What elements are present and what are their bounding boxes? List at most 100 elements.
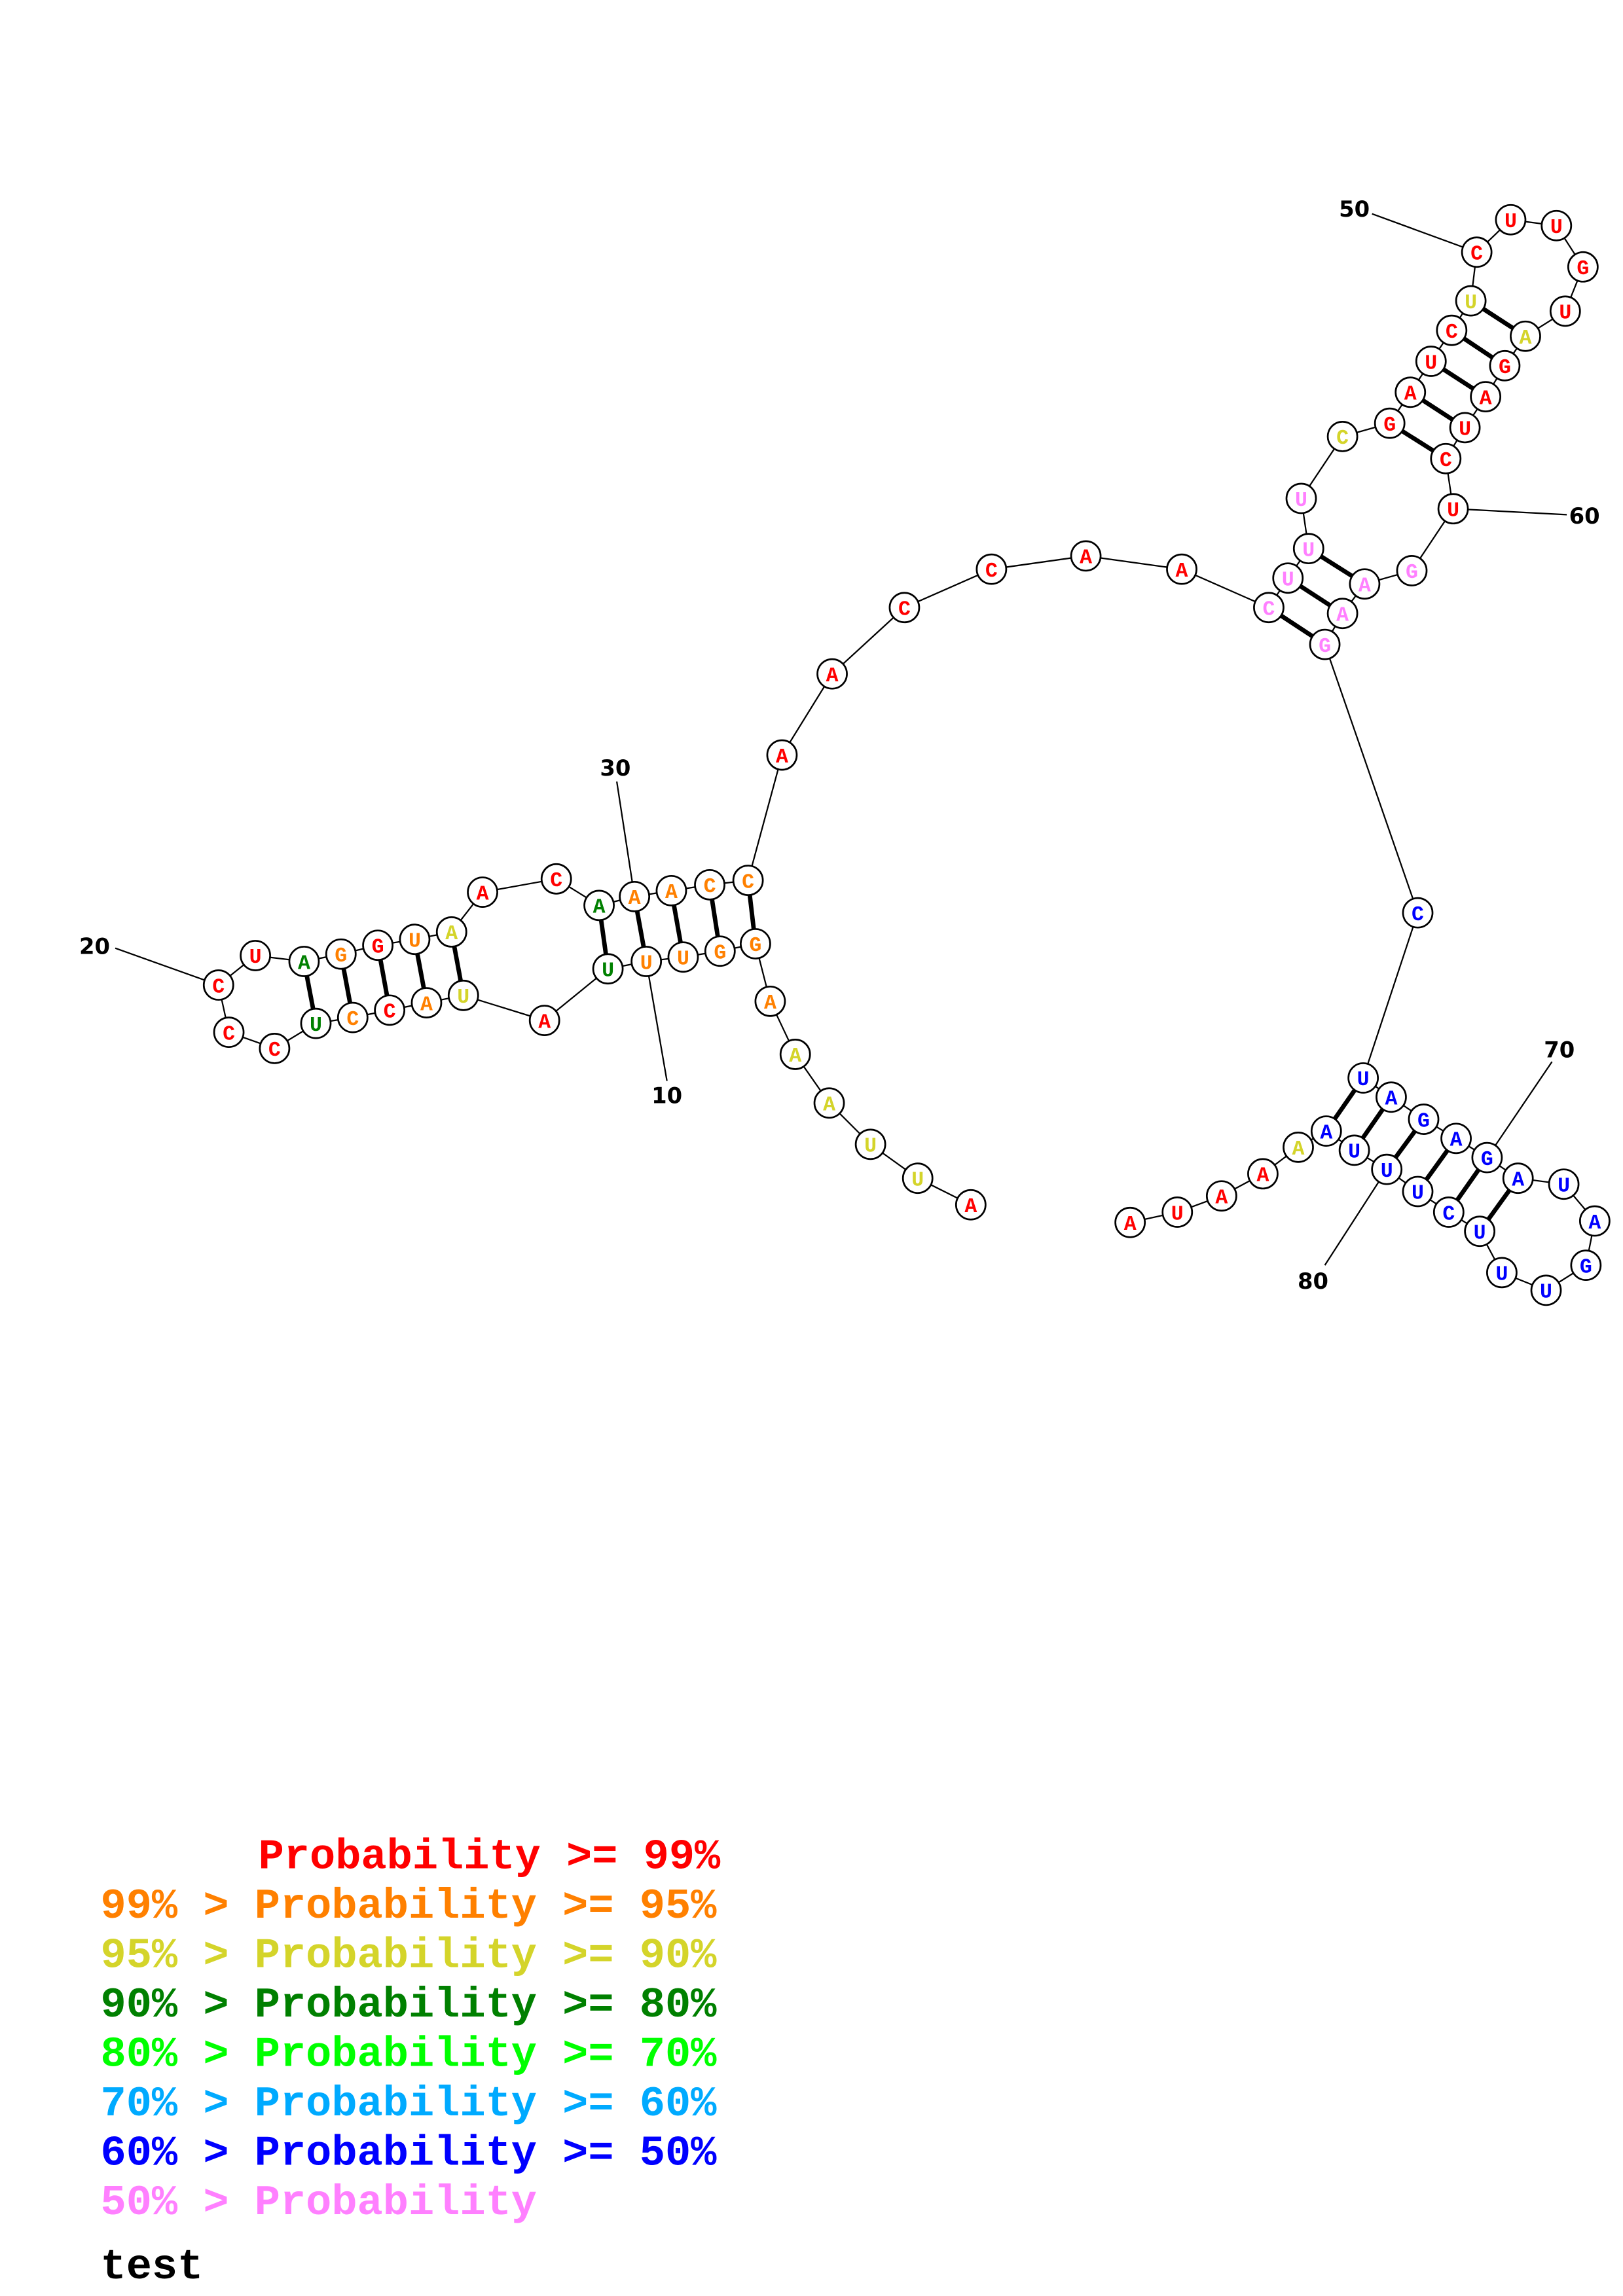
nucleotide-circle bbox=[1402, 897, 1434, 929]
nucleotide: G bbox=[1570, 1249, 1602, 1281]
nucleotide-circle bbox=[1415, 346, 1447, 377]
nucleotide: C bbox=[1326, 421, 1359, 452]
nucleotide: U bbox=[1272, 562, 1304, 594]
nucleotide: U bbox=[630, 946, 663, 977]
nucleotide-circle bbox=[1374, 407, 1406, 439]
nucleotide: U bbox=[1415, 346, 1447, 377]
nucleotide: A bbox=[583, 889, 615, 922]
nucleotide: A bbox=[1070, 540, 1102, 572]
nucleotide-letter: U bbox=[1295, 490, 1307, 512]
nucleotide-circle bbox=[240, 940, 271, 971]
nucleotide-letter: A bbox=[445, 923, 458, 946]
nucleotide-letter: C bbox=[1440, 450, 1452, 473]
nucleotide-letter: A bbox=[964, 1196, 977, 1219]
nucleotide-letter: U bbox=[1348, 1141, 1360, 1164]
backbone-link bbox=[903, 568, 992, 609]
nucleotide-letter: U bbox=[1550, 217, 1563, 240]
nucleotide-letter: A bbox=[1292, 1138, 1305, 1161]
nucleotide: C bbox=[337, 1001, 369, 1033]
nucleotide-circle bbox=[1166, 553, 1197, 585]
nucleotide: A bbox=[779, 1039, 811, 1070]
nucleotide-circle bbox=[1570, 1249, 1602, 1281]
nucleotide: U bbox=[399, 924, 431, 956]
nucleotide-letter: A bbox=[1336, 605, 1349, 628]
nucleotide-letter: G bbox=[714, 942, 726, 965]
nucleotide-letter: A bbox=[1404, 384, 1417, 406]
nucleotide: C bbox=[202, 969, 234, 1001]
nucleotide-circle bbox=[1247, 1158, 1279, 1190]
nucleotide-circle bbox=[1349, 568, 1381, 600]
nucleotide-letter: A bbox=[823, 1094, 835, 1117]
nucleotide: U bbox=[1455, 285, 1487, 317]
nucleotide-letter: C bbox=[1442, 1203, 1455, 1226]
nucleotide-circle bbox=[583, 889, 615, 922]
nucleotide-circle bbox=[754, 985, 786, 1017]
nucleotide-circle bbox=[1436, 314, 1468, 346]
nucleotide-circle bbox=[1471, 1141, 1503, 1174]
backbone-link bbox=[1181, 568, 1269, 609]
nucleotide-letter: U bbox=[911, 1169, 924, 1192]
nucleotide-circle bbox=[1461, 236, 1493, 268]
nucleotide: A bbox=[528, 1005, 560, 1036]
nucleotide-letter: G bbox=[1481, 1149, 1493, 1172]
nucleotide-letter: C bbox=[223, 1023, 235, 1046]
position-label-line bbox=[1372, 213, 1478, 253]
nucleotide-circle bbox=[1486, 1257, 1518, 1289]
nucleotide: A bbox=[655, 874, 687, 906]
nucleotide-letter: U bbox=[409, 930, 421, 953]
nucleotide-circle bbox=[374, 994, 406, 1026]
nucleotide-letter: U bbox=[864, 1136, 877, 1158]
legend-entry: 60% > Probability >= 50% bbox=[101, 2129, 718, 2178]
nucleotide-circle bbox=[1455, 285, 1487, 317]
backbone bbox=[217, 219, 1596, 1291]
nucleotide-letter: U bbox=[1465, 292, 1477, 315]
nucleotide-letter: C bbox=[898, 599, 911, 622]
nucleotide-circle bbox=[1376, 1081, 1407, 1113]
nucleotide-circle bbox=[1326, 421, 1359, 452]
nucleotide: C bbox=[888, 592, 921, 624]
nucleotide-circle bbox=[1292, 533, 1324, 565]
nucleotide-letter: A bbox=[420, 994, 433, 1016]
position-label-line bbox=[1486, 1061, 1553, 1158]
nucleotide-circle bbox=[325, 938, 357, 970]
nucleotide-letter: U bbox=[1495, 1264, 1508, 1287]
nucleotide: A bbox=[754, 985, 786, 1017]
nucleotide: G bbox=[704, 935, 736, 967]
nucleotide-circle bbox=[1114, 1206, 1146, 1238]
nucleotide: U bbox=[1402, 1175, 1434, 1208]
nucleotide-letter: A bbox=[665, 882, 678, 905]
nucleotide-letter: A bbox=[1256, 1165, 1269, 1188]
nucleotide: G bbox=[1471, 1141, 1503, 1174]
nucleotide: A bbox=[435, 916, 467, 948]
nucleotide-letter: C bbox=[1336, 427, 1349, 450]
nucleotide-circle bbox=[766, 739, 798, 771]
nucleotide-letter: U bbox=[1558, 1175, 1570, 1198]
nucleotide-circle bbox=[259, 1033, 291, 1064]
legend-entry: 90% > Probability >= 80% bbox=[101, 1981, 718, 2030]
nucleotide: G bbox=[362, 929, 393, 961]
nucleotide-circle bbox=[1285, 482, 1317, 514]
nucleotide: C bbox=[213, 1016, 245, 1049]
nucleotide-circle bbox=[740, 928, 771, 960]
nucleotide-circle bbox=[1440, 1122, 1472, 1155]
nucleotide-circle bbox=[1495, 204, 1527, 236]
nucleotide: U bbox=[1530, 1274, 1562, 1306]
nucleotide-circle bbox=[447, 979, 479, 1011]
nucleotide: U bbox=[1548, 1168, 1580, 1200]
nucleotide: U bbox=[447, 979, 479, 1011]
nucleotide-circle bbox=[630, 946, 663, 977]
nucleotide: U bbox=[1495, 204, 1527, 236]
nucleotide-circle bbox=[1338, 1134, 1370, 1166]
backbone-link bbox=[1085, 555, 1182, 570]
nucleotide-letter: A bbox=[776, 746, 788, 769]
nucleotide-letter: A bbox=[1520, 327, 1532, 350]
nucleotide: U bbox=[240, 940, 271, 971]
nucleotide: A bbox=[1247, 1158, 1279, 1190]
position-label: 60 bbox=[1569, 503, 1600, 529]
nucleotide-letter: U bbox=[1425, 352, 1437, 375]
position-label: 50 bbox=[1339, 196, 1370, 222]
nucleotide-circle bbox=[1395, 376, 1427, 408]
nucleotide-letter: G bbox=[1580, 1256, 1592, 1279]
